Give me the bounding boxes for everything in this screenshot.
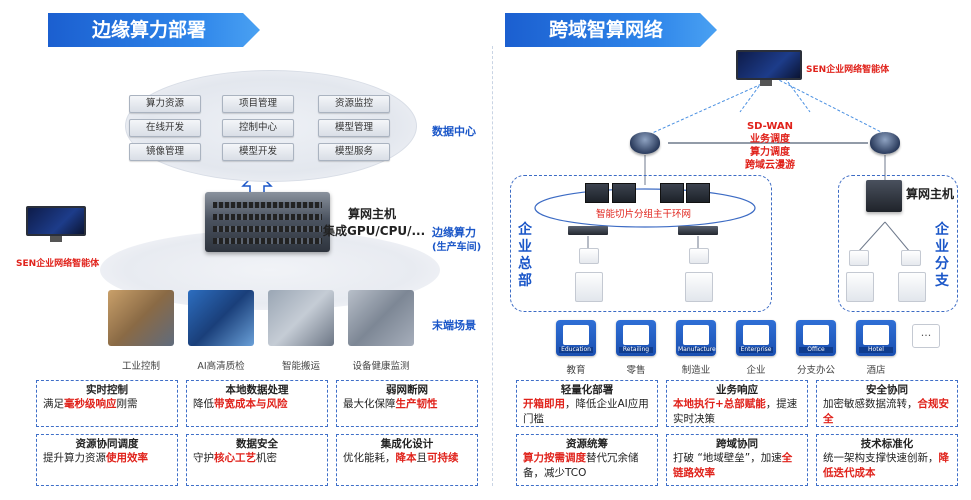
branch-ap-top-2-icon	[901, 250, 921, 266]
scene-equipment-health-image	[348, 290, 414, 346]
module-control-center: 控制中心	[222, 119, 294, 137]
industry-cn-1: 教育	[566, 365, 586, 376]
industry-education-icon	[556, 320, 596, 356]
edge-compute-label: 边缘算力	[432, 226, 476, 239]
sen-monitor-icon	[26, 206, 86, 242]
card-realtime-control: 实时控制 满足毫秒级响应刚需	[36, 380, 178, 427]
module-compute-resource: 算力资源	[129, 95, 201, 113]
banner-edge-compute: 边缘算力部署	[48, 13, 260, 47]
industry-cn-2: 零售	[626, 365, 646, 376]
hq-ap-2-icon	[685, 272, 713, 302]
branch-ap-1-icon	[846, 272, 874, 302]
module-project-mgmt: 项目管理	[222, 95, 294, 113]
industry-en-4: Enterprise	[740, 346, 772, 353]
sdwan-labels: SD-WAN 业务调度 算力调度 跨域云漫游	[745, 121, 795, 171]
industry-office-icon	[796, 320, 836, 356]
card-integrated-design: 集成化设计 优化能耗，降本且可持续	[336, 434, 478, 486]
compute-host-server	[205, 192, 330, 252]
branch-dashed-box	[838, 175, 958, 312]
host-title: 算网主机	[348, 207, 397, 221]
branch-host-label: 算网主机	[906, 187, 955, 201]
datacenter-label: 数据中心	[432, 125, 476, 138]
hq-ap-1-icon	[575, 272, 603, 302]
industry-retailing-icon	[616, 320, 656, 356]
terminal-scene-label: 末端场景	[432, 319, 476, 332]
hq-switch-2-icon	[678, 226, 718, 235]
card-lightweight-deploy: 轻量化部署 开箱即用，降低企业AI应用门槛	[516, 380, 658, 427]
scene-industrial-control-image	[108, 290, 174, 346]
industry-cn-5: 分支办公	[796, 365, 835, 376]
industry-en-2: Retailing	[622, 346, 650, 353]
panel-divider	[492, 46, 493, 486]
router-hq-icon	[630, 132, 660, 154]
industry-en-6: Hotel	[868, 346, 884, 353]
industry-en-3: Manufacture	[678, 346, 716, 353]
hq-server-2-icon	[612, 183, 636, 203]
branch-label: 企业分支	[935, 222, 949, 289]
sen-label-left: SEN企业网络智能体	[16, 259, 100, 269]
branch-ap-2-icon	[898, 272, 926, 302]
hq-server-1-icon	[585, 183, 609, 203]
scene-ai-inspection-image	[188, 290, 254, 346]
module-resource-monitor: 资源监控	[318, 95, 390, 113]
host-subtitle: 集成GPU/CPU/...	[323, 224, 426, 238]
scene-caption-1: 工业控制	[121, 361, 160, 372]
scene-smart-handling-image	[268, 290, 334, 346]
module-model-mgmt: 模型管理	[318, 119, 390, 137]
card-cross-domain-collab: 跨域协同 打破 “地域壁垒”，加速全链路效率	[666, 434, 808, 486]
card-resource-scheduling: 资源协同调度 提升算力资源使用效率	[36, 434, 178, 486]
router-branch-icon	[870, 132, 900, 154]
sen-label-right: SEN企业网络智能体	[806, 65, 890, 75]
industry-en-1: Education	[561, 346, 591, 353]
industry-manufacture-icon	[676, 320, 716, 356]
card-local-data: 本地数据处理 降低带宽成本与风险	[186, 380, 328, 427]
card-security-collab: 安全协同 加密敏感数据流转，合规安全	[816, 380, 958, 427]
hq-ap-top-1-icon	[579, 248, 599, 264]
industry-hotel-icon	[856, 320, 896, 356]
ring-label: 智能切片分组主干环网	[596, 209, 692, 220]
hq-dashed-box	[510, 175, 772, 312]
card-resource-coordination: 资源统筹 算力按需调度替代冗余储备，减少TCO	[516, 434, 658, 486]
sen-monitor-right-icon	[736, 50, 802, 86]
hq-server-4-icon	[686, 183, 710, 203]
card-weak-network: 弱网断网 最大化保障生产韧性	[336, 380, 478, 427]
banner-cross-domain: 跨域智算网络	[505, 13, 717, 47]
scene-caption-2: AI高清质检	[197, 361, 245, 372]
more-industries: ...	[912, 324, 940, 348]
card-business-response: 业务响应 本地执行+总部赋能，提速实时决策	[666, 380, 808, 427]
scene-caption-4: 设备健康监测	[352, 361, 410, 372]
industry-enterprise-icon	[736, 320, 776, 356]
hq-ap-top-2-icon	[689, 248, 709, 264]
branch-host-icon	[866, 180, 902, 212]
hq-switch-1-icon	[568, 226, 608, 235]
industry-en-5: Office	[807, 346, 825, 353]
module-online-dev: 在线开发	[129, 119, 201, 137]
scene-caption-3: 智能搬运	[281, 361, 320, 372]
hq-label: 企业总部	[518, 222, 532, 289]
branch-ap-top-1-icon	[849, 250, 869, 266]
module-model-dev: 模型开发	[222, 143, 294, 161]
industry-cn-4: 企业	[746, 365, 766, 376]
module-image-mgmt: 镜像管理	[129, 143, 201, 161]
module-model-service: 模型服务	[318, 143, 390, 161]
card-tech-standardization: 技术标准化 统一架构支撑快速创新，降低迭代成本	[816, 434, 958, 486]
industry-cn-3: 制造业	[681, 365, 711, 376]
hq-server-3-icon	[660, 183, 684, 203]
card-data-security: 数据安全 守护核心工艺机密	[186, 434, 328, 486]
edge-compute-sub: (生产车间)	[432, 242, 482, 253]
industry-cn-6: 酒店	[866, 365, 886, 376]
